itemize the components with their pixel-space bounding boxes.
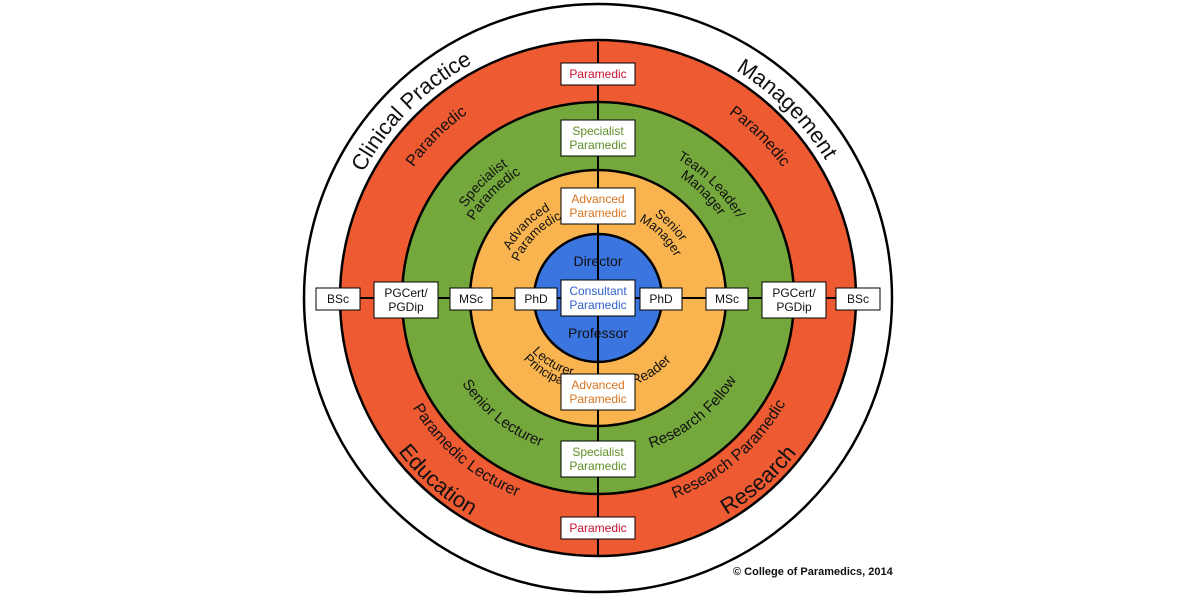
box-advanced-paramedic-top: Advanced Paramedic xyxy=(560,187,636,225)
box-pgcert-right: PGCert/ PGDip xyxy=(761,281,827,319)
box-paramedic-bottom: Paramedic xyxy=(560,516,636,540)
box-advanced-bottom-line1: Advanced xyxy=(571,378,624,392)
box-specialist-paramedic-top: Specialist Paramedic xyxy=(560,119,636,157)
box-specialist-top-line1: Specialist xyxy=(572,124,624,138)
box-msc-right: MSc xyxy=(705,287,749,311)
box-advanced-bottom-line2: Paramedic xyxy=(569,392,626,406)
box-bsc-right: BSc xyxy=(835,287,881,311)
consultant-paramedic-line1: Consultant xyxy=(569,284,627,298)
box-phd-right: PhD xyxy=(639,287,683,311)
box-paramedic-bottom-label: Paramedic xyxy=(569,521,626,535)
box-bsc-left: BSc xyxy=(315,287,361,311)
box-pgcert-right-line1: PGCert/ xyxy=(772,286,816,300)
box-msc-left-label: MSc xyxy=(459,292,483,306)
box-bsc-left-label: BSc xyxy=(327,292,349,306)
box-paramedic-top-label: Paramedic xyxy=(569,67,626,81)
box-phd-left-label: PhD xyxy=(524,292,548,306)
box-pgcert-left-line1: PGCert/ xyxy=(384,286,428,300)
box-specialist-top-line2: Paramedic xyxy=(569,138,626,152)
center-label-director: Director xyxy=(573,253,622,269)
box-specialist-bottom-line1: Specialist xyxy=(572,445,624,459)
consultant-paramedic-box: Consultant Paramedic xyxy=(560,279,636,317)
center-label-professor: Professor xyxy=(568,325,628,341)
copyright-notice: © College of Paramedics, 2014 xyxy=(733,566,893,578)
box-phd-right-label: PhD xyxy=(649,292,673,306)
box-pgcert-left-line2: PGDip xyxy=(388,300,424,314)
box-specialist-paramedic-bottom: Specialist Paramedic xyxy=(560,440,636,478)
consultant-paramedic-line2: Paramedic xyxy=(569,298,626,312)
box-pgcert-left: PGCert/ PGDip xyxy=(373,281,439,319)
box-advanced-top-line1: Advanced xyxy=(571,192,624,206)
box-specialist-bottom-line2: Paramedic xyxy=(569,459,626,473)
box-paramedic-top: Paramedic xyxy=(560,62,636,86)
box-phd-left: PhD xyxy=(514,287,558,311)
box-pgcert-right-line2: PGDip xyxy=(776,300,812,314)
box-msc-left: MSc xyxy=(449,287,493,311)
box-advanced-top-line2: Paramedic xyxy=(569,206,626,220)
box-advanced-paramedic-bottom: Advanced Paramedic xyxy=(560,373,636,411)
box-bsc-right-label: BSc xyxy=(847,292,869,306)
box-msc-right-label: MSc xyxy=(715,292,739,306)
